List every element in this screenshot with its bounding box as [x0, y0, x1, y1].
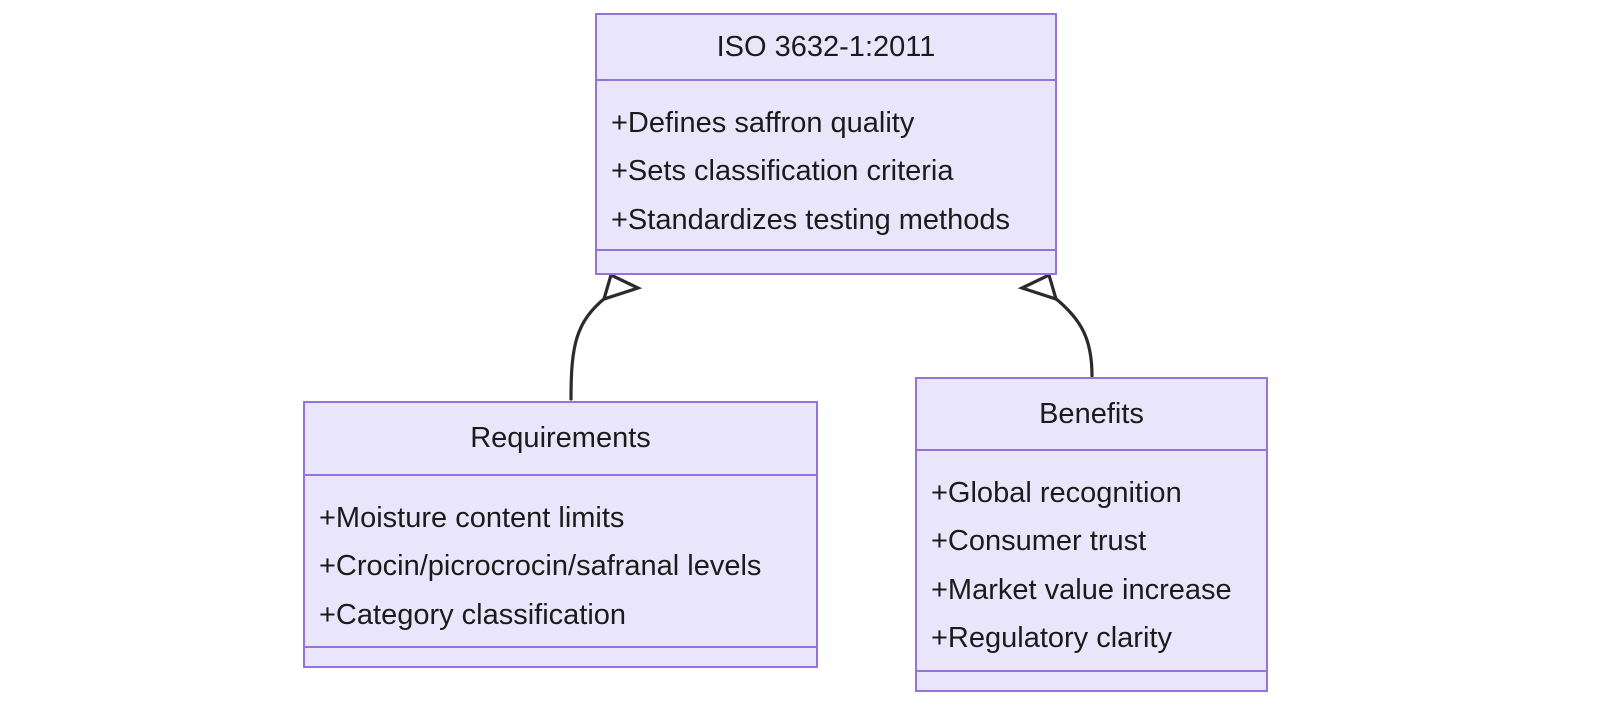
class-title-requirements: Requirements	[305, 403, 816, 476]
uml-class-requirements[interactable]: Requirements +Moisture content limits +C…	[303, 401, 818, 668]
attribute-row: +Defines saffron quality	[611, 107, 915, 139]
class-attributes-iso: +Defines saffron quality +Sets classific…	[597, 81, 1055, 251]
attribute-row: +Sets classification criteria	[611, 155, 954, 188]
attribute-row: +Regulatory clarity	[931, 622, 1172, 655]
class-attributes-benefits: +Global recognition +Consumer trust +Mar…	[917, 451, 1266, 672]
hollow-triangle-arrowhead	[601, 272, 643, 302]
class-title-benefits: Benefits	[917, 379, 1266, 451]
class-title-iso: ISO 3632-1:2011	[597, 15, 1055, 81]
attribute-row: +Global recognition	[931, 477, 1182, 509]
attribute-row: +Market value increase	[931, 573, 1232, 606]
attribute-row: +Consumer trust	[931, 525, 1147, 558]
hollow-triangle-arrowhead	[1017, 272, 1059, 302]
attribute-row: +Moisture content limits	[319, 502, 625, 534]
class-methods-benefits	[917, 672, 1266, 690]
uml-class-iso[interactable]: ISO 3632-1:2011 +Defines saffron quality…	[595, 13, 1057, 275]
attribute-row: +Standardizes testing methods	[611, 203, 1010, 236]
attribute-row: +Category classification	[319, 598, 627, 631]
uml-class-benefits[interactable]: Benefits +Global recognition +Consumer t…	[915, 377, 1268, 692]
class-methods-requirements	[305, 648, 816, 666]
attribute-row: +Crocin/picrocrocin/safranal levels	[319, 550, 762, 583]
edge-benefits-to-iso	[1017, 272, 1094, 378]
class-methods-iso	[597, 251, 1055, 273]
edge-requirements-to-iso	[569, 272, 643, 401]
class-attributes-requirements: +Moisture content limits +Crocin/picrocr…	[305, 476, 816, 648]
